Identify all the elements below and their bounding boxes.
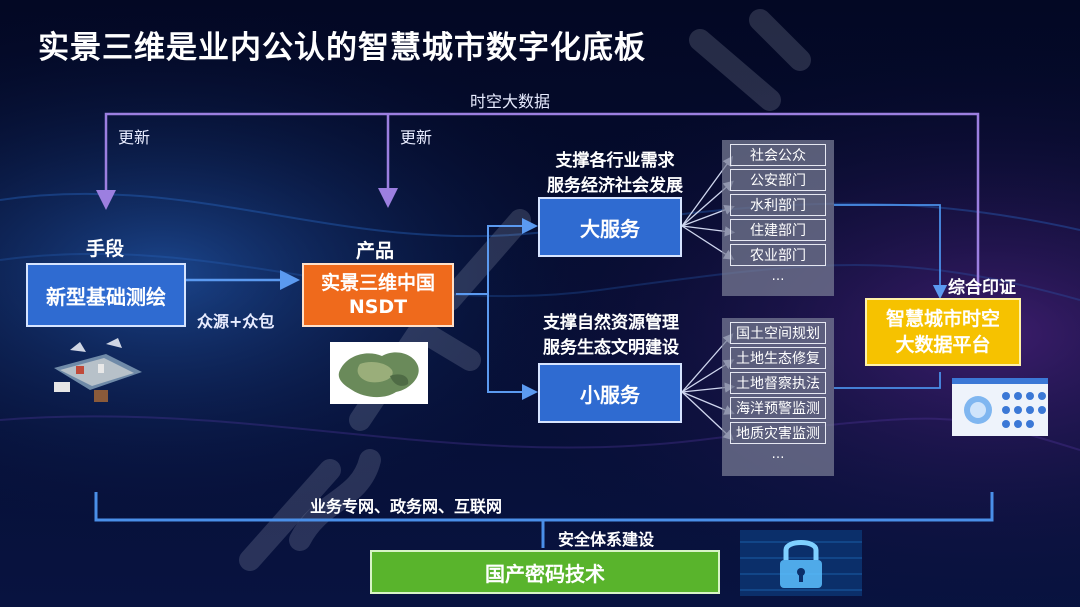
big-service-panel: 社会公众 公安部门 水利部门 住建部门 农业部门 … bbox=[722, 140, 834, 296]
small-service-box-text: 小服务 bbox=[580, 382, 640, 407]
big-service-item: 社会公众 bbox=[730, 144, 826, 166]
network-bracket bbox=[94, 492, 994, 522]
big-service-more: … bbox=[771, 269, 785, 284]
means-label: 手段 bbox=[86, 238, 125, 260]
means-box-text: 新型基础测绘 bbox=[46, 284, 166, 309]
update-label-left: 更新 bbox=[118, 128, 151, 147]
small-service-more: … bbox=[771, 447, 785, 462]
network-label: 业务专网、政务网、互联网 bbox=[310, 497, 503, 516]
big-service-caption-line1: 支撑各行业需求 bbox=[555, 151, 675, 171]
big-service-item: 住建部门 bbox=[730, 219, 826, 241]
small-service-item: 地质灾害监测 bbox=[730, 422, 826, 444]
product-box-line2: NSDT bbox=[348, 296, 408, 318]
platform-box-line2: 大数据平台 bbox=[895, 334, 991, 356]
big-service-box: 大服务 bbox=[538, 197, 682, 257]
small-service-caption-line2: 服务生态文明建设 bbox=[543, 338, 679, 358]
crypto-box-text: 国产密码技术 bbox=[485, 561, 605, 586]
small-service-item: 海洋预警监测 bbox=[730, 397, 826, 419]
watermark bbox=[239, 9, 811, 571]
crypto-box: 国产密码技术 bbox=[370, 550, 720, 594]
survey-image bbox=[46, 338, 146, 404]
update-label-mid: 更新 bbox=[400, 128, 433, 147]
product-label: 产品 bbox=[356, 240, 395, 262]
security-label: 安全体系建设 bbox=[558, 530, 655, 549]
small-service-caption-line1: 支撑自然资源管理 bbox=[543, 313, 679, 333]
feedback-line bbox=[96, 112, 980, 295]
small-service-panel: 国土空间规划 土地生态修复 土地督察执法 海洋预警监测 地质灾害监测 … bbox=[722, 318, 834, 476]
small-service-item: 国土空间规划 bbox=[730, 322, 826, 344]
platform-box-line1: 智慧城市时空 bbox=[885, 308, 1000, 330]
platform-box: 智慧城市时空 大数据平台 bbox=[865, 298, 1021, 366]
big-service-item: 公安部门 bbox=[730, 169, 826, 191]
means-box: 新型基础测绘 bbox=[26, 263, 186, 327]
verify-label: 综合印证 bbox=[948, 278, 1016, 298]
big-service-caption-line2: 服务经济社会发展 bbox=[547, 176, 683, 196]
big-service-item: 农业部门 bbox=[730, 244, 826, 266]
big-service-box-text: 大服务 bbox=[580, 216, 640, 241]
page-title: 实景三维是业内公认的智慧城市数字化底板 bbox=[38, 30, 646, 66]
small-service-box: 小服务 bbox=[538, 363, 682, 423]
small-service-item: 土地督察执法 bbox=[730, 372, 826, 394]
lock-icon bbox=[740, 530, 862, 596]
small-service-item: 土地生态修复 bbox=[730, 347, 826, 369]
product-box-line1: 实景三维中国 bbox=[320, 272, 435, 294]
china-map-image bbox=[330, 342, 428, 404]
spatiotemporal-label: 时空大数据 bbox=[470, 92, 551, 111]
big-service-item: 水利部门 bbox=[730, 194, 826, 216]
crowd-label: 众源+众包 bbox=[197, 312, 275, 331]
platform-screenshot bbox=[952, 378, 1048, 436]
product-box: 实景三维中国 NSDT bbox=[302, 263, 454, 327]
